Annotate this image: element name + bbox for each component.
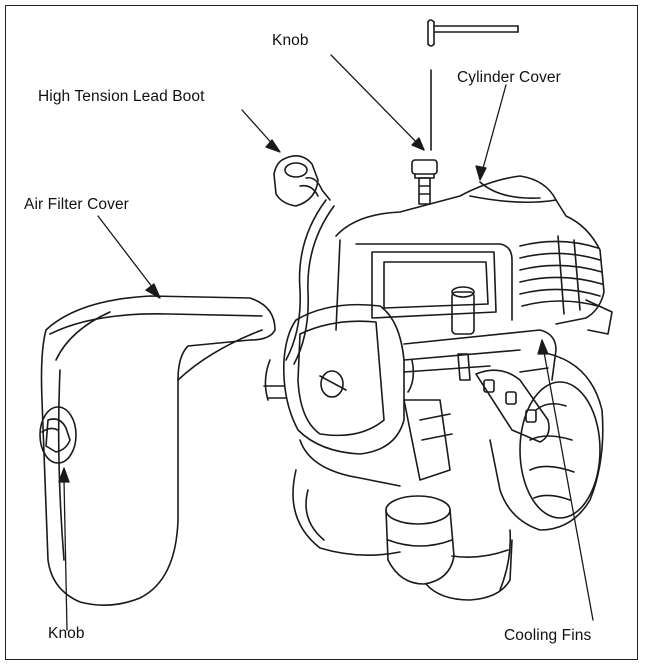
knob-icon [411, 159, 438, 205]
label-air-filter-cover: Air Filter Cover [24, 196, 129, 213]
allen-wrench-icon [427, 19, 519, 47]
label-cooling-fins: Cooling Fins [504, 627, 592, 644]
leader-lines [58, 54, 594, 631]
diagram-frame [5, 5, 638, 660]
label-knob-top: Knob [272, 32, 309, 49]
label-high-tension-lead-boot: High Tension Lead Boot [38, 88, 205, 105]
engine-body [263, 175, 613, 601]
air-filter-cover [39, 295, 276, 606]
label-cylinder-cover: Cylinder Cover [457, 69, 561, 86]
label-knob-bottom: Knob [48, 625, 85, 642]
high-tension-lead-boot [273, 155, 335, 365]
